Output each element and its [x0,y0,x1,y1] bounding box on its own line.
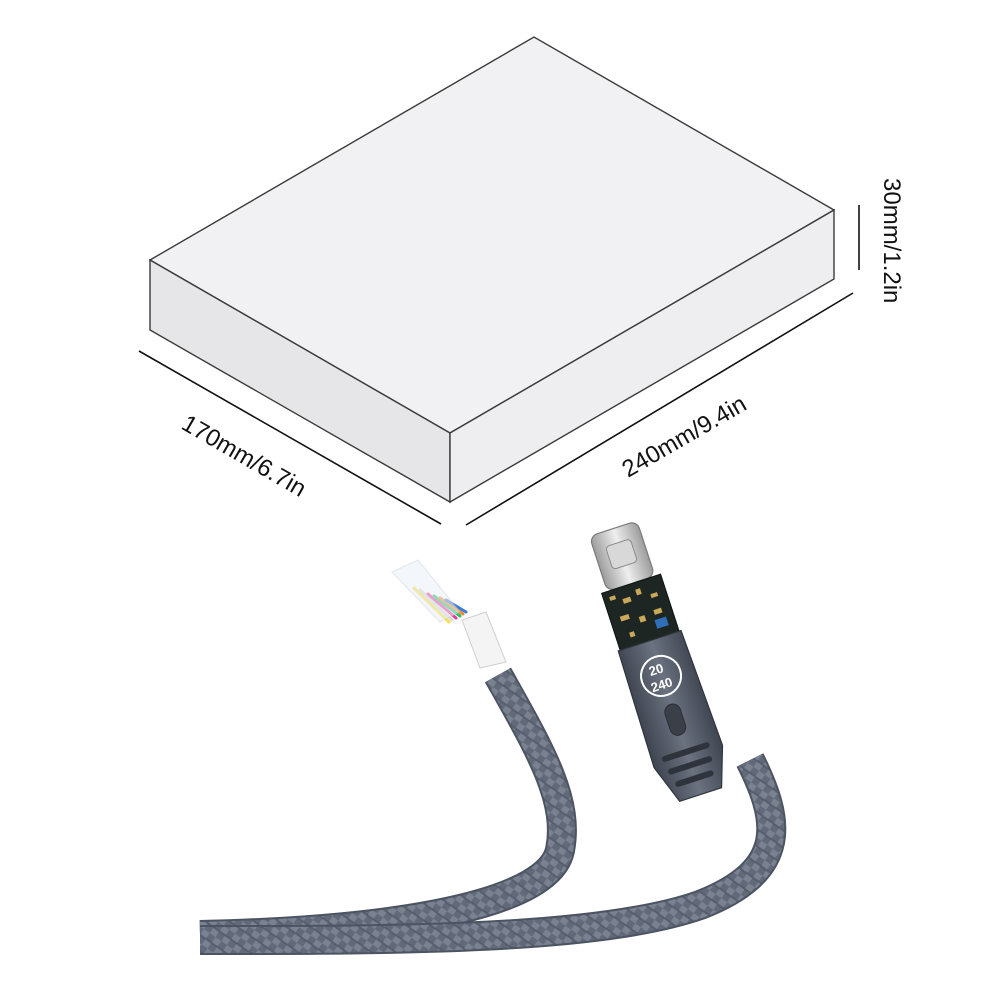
length-dimension-label: 240mm/9.4in [618,390,752,483]
badge-speed: 20 [647,660,665,679]
cable-usb-c [199,753,787,955]
box-right-face [449,208,835,504]
width-dimension-line [138,350,442,525]
dimension-lines [138,205,860,526]
length-dimension-line [465,292,854,526]
usb-c-connector: 20 240 [590,522,724,803]
cable-stripped-end [199,559,577,950]
box [148,36,836,504]
strain-relief [661,742,714,787]
badge-power: 240 [649,674,674,695]
width-dimension-label: 170mm/6.7in [177,410,311,503]
height-dimension-label: 30mm/1.2in [878,178,905,303]
spec-badge: 20 240 [640,654,683,697]
